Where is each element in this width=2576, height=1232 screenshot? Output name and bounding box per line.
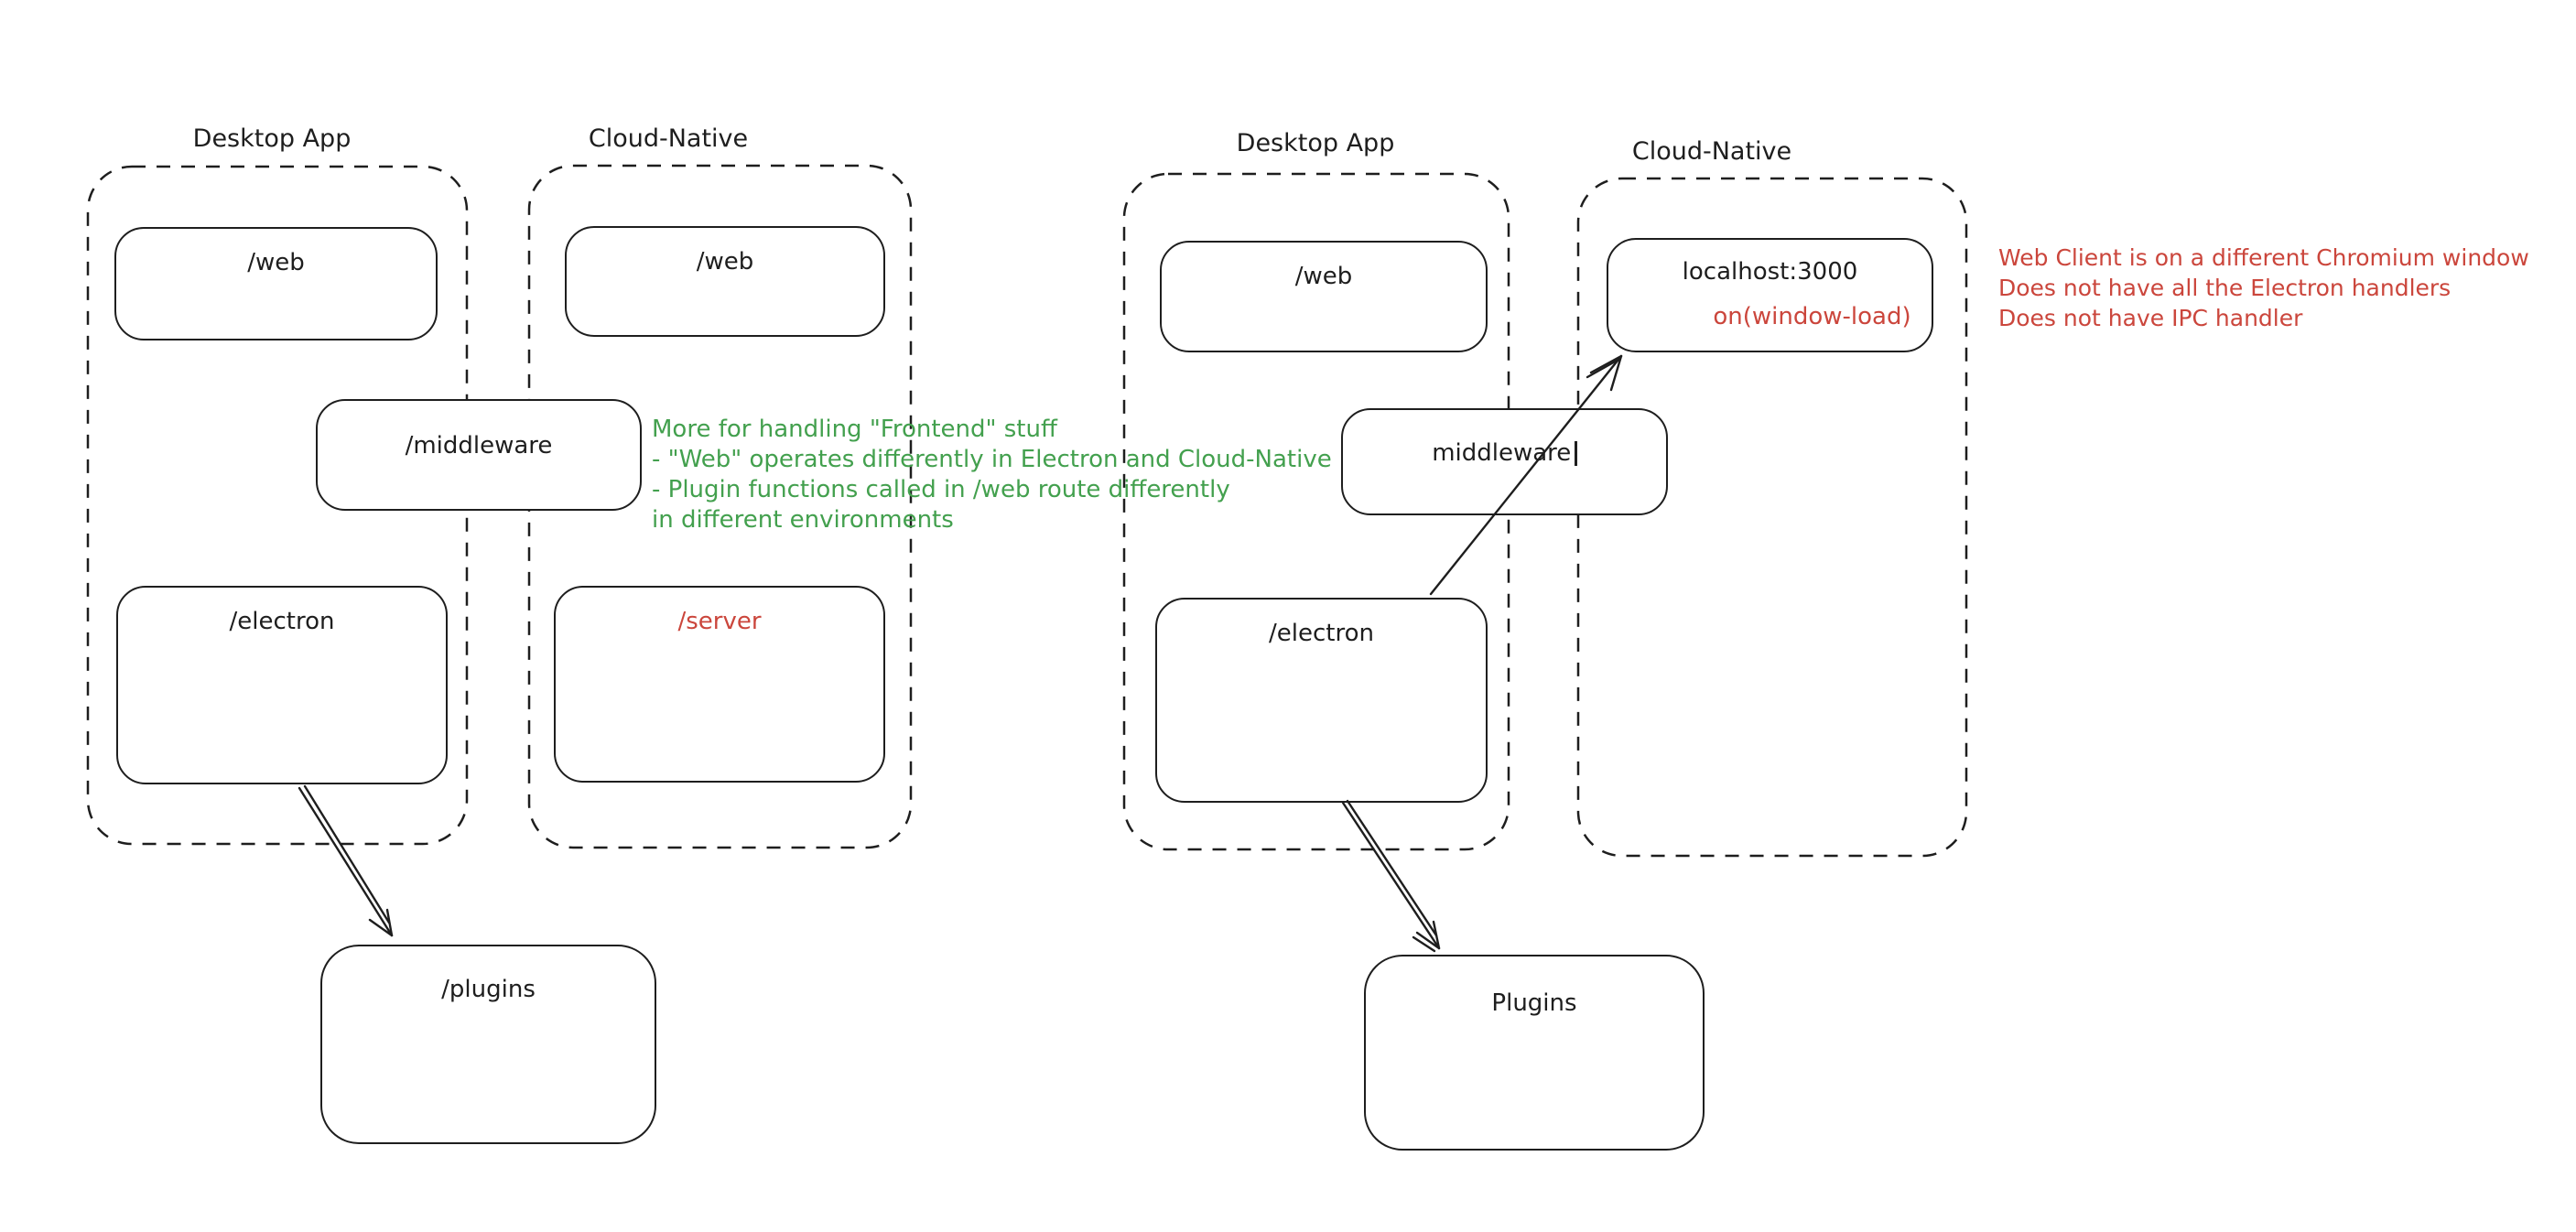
box-web-desktop-left-label: /web [247, 249, 305, 276]
group-title-cloud-native-left[interactable]: Cloud-Native [588, 124, 749, 153]
box-plugins-left-label: /plugins [441, 976, 536, 1003]
box-localhost-label: localhost:3000 [1682, 258, 1858, 286]
box-middleware-right[interactable]: middleware [1341, 408, 1668, 515]
note-line: More for handling "Frontend" stuff [652, 416, 1057, 443]
note-line: Web Client is on a different Chromium wi… [1998, 244, 2529, 271]
group-title-desktop-app-left[interactable]: Desktop App [192, 124, 352, 153]
note-middleware-explanation[interactable]: More for handling "Frontend" stuff - "We… [652, 415, 1332, 535]
box-localhost-3000[interactable]: localhost:3000 on(window-load) [1607, 238, 1933, 352]
box-web-desktop-right-label: /web [1294, 263, 1353, 290]
box-middleware-left-label: /middleware [405, 432, 553, 459]
group-title-desktop-app-right[interactable]: Desktop App [1236, 129, 1395, 157]
note-line: - Plugin functions called in /web route … [652, 476, 1230, 503]
note-line: - "Web" operates differently in Electron… [652, 446, 1332, 473]
note-web-client-warning[interactable]: Web Client is on a different Chromium wi… [1998, 243, 2529, 333]
text-cursor [1575, 441, 1577, 466]
box-electron-right[interactable]: /electron [1155, 598, 1488, 803]
box-web-desktop-right[interactable]: /web [1160, 241, 1488, 352]
box-server-left-label: /server [677, 608, 762, 635]
note-line: in different environments [652, 506, 954, 534]
box-web-desktop-left[interactable]: /web [114, 227, 438, 340]
note-line: Does not have all the Electron handlers [1998, 275, 2452, 301]
box-electron-left-label: /electron [229, 608, 335, 635]
onload-label: on(window-load) [1713, 303, 1911, 330]
box-server-left[interactable]: /server [554, 586, 885, 783]
box-web-cloud-left[interactable]: /web [565, 226, 885, 337]
box-middleware-left[interactable]: /middleware [316, 399, 642, 511]
box-electron-left[interactable]: /electron [116, 586, 448, 784]
box-middleware-right-label: middleware [1432, 439, 1577, 467]
group-title-cloud-native-right[interactable]: Cloud-Native [1631, 137, 1792, 166]
box-electron-right-label: /electron [1269, 620, 1374, 647]
box-plugins-left[interactable]: /plugins [320, 945, 656, 1144]
box-plugins-right[interactable]: Plugins [1364, 955, 1705, 1151]
note-line: Does not have IPC handler [1998, 305, 2303, 331]
box-web-cloud-left-label: /web [696, 248, 754, 276]
box-plugins-right-label: Plugins [1491, 989, 1577, 1017]
